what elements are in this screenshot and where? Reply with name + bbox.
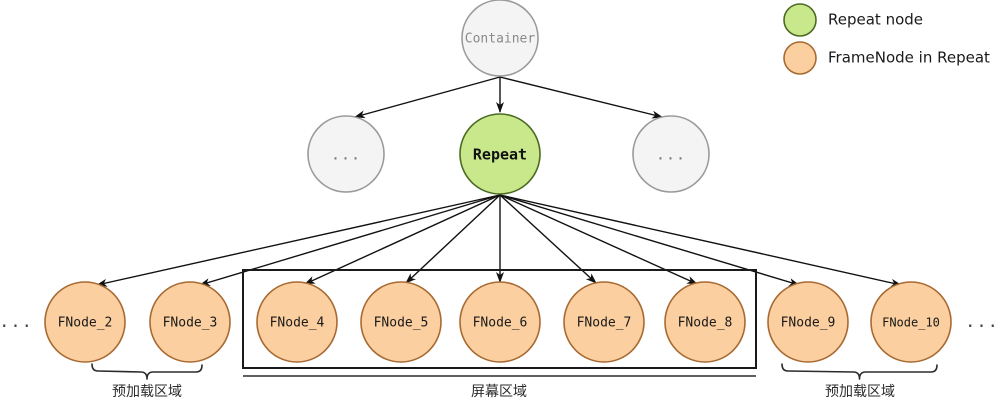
- node-circle[interactable]: [870, 281, 952, 363]
- node-fnode_10[interactable]: FNode_10: [870, 281, 952, 363]
- node-label: FNode_6: [473, 316, 528, 331]
- node-fnode_5[interactable]: FNode_5: [360, 281, 442, 363]
- zone-brace: [781, 363, 938, 380]
- node-circle[interactable]: [563, 281, 645, 363]
- node-label: ...: [656, 146, 686, 164]
- legend-swatch-repeat: [783, 3, 817, 37]
- node-circle[interactable]: [44, 281, 126, 363]
- zone-label: 预加载区域: [112, 384, 182, 400]
- node-circle[interactable]: [149, 281, 231, 363]
- node-label: FNode_9: [781, 316, 836, 331]
- node-circle[interactable]: [459, 113, 541, 195]
- node-circle[interactable]: [664, 281, 746, 363]
- legend-label: Repeat node: [828, 11, 923, 29]
- zone-brackets-layer: 预加载区域 屏幕区域 预加载区域: [91, 363, 938, 400]
- screen-area-rectangle: [242, 269, 757, 369]
- edge-repeat-to-FNode_3: [199, 194, 501, 286]
- node-label: FNode_2: [58, 316, 113, 331]
- edge-repeat-to-FNode_5: [405, 194, 501, 284]
- legend-label: FrameNode in Repeat: [828, 49, 990, 67]
- edge-repeat-to-FNode_9: [499, 194, 800, 286]
- node-circle[interactable]: [767, 281, 849, 363]
- node-fnode_3[interactable]: FNode_3: [149, 281, 231, 363]
- edge-repeat-to-FNode_2: [96, 194, 501, 287]
- node-fnode_8[interactable]: FNode_8: [664, 281, 746, 363]
- node-label: FNode_4: [270, 316, 325, 331]
- zone-label: 屏幕区域: [471, 384, 527, 400]
- edges-from-container: [354, 76, 663, 119]
- node-container[interactable]: Container: [461, 0, 539, 77]
- row-ellipses-layer: ......: [0, 312, 999, 332]
- node-circle[interactable]: [461, 0, 539, 77]
- node-label: FNode_3: [163, 316, 218, 331]
- edge-repeat-to-FNode_10: [499, 194, 902, 287]
- row-ellipsis-left: ...: [0, 312, 33, 332]
- zone-1: 屏幕区域: [243, 375, 756, 400]
- node-circle[interactable]: [360, 281, 442, 363]
- zone-brace: [91, 363, 203, 380]
- legend-item-1: FrameNode in Repeat: [783, 41, 990, 75]
- node-label: FNode_8: [678, 316, 733, 331]
- node-fnode_4[interactable]: FNode_4: [256, 281, 338, 363]
- node-label: FNode_10: [882, 316, 940, 330]
- zone-label: 预加载区域: [825, 384, 895, 400]
- node-label: FNode_7: [577, 316, 632, 331]
- legend-item-0: Repeat node: [783, 3, 923, 37]
- node-circle[interactable]: [459, 281, 541, 363]
- node-fnode_7[interactable]: FNode_7: [563, 281, 645, 363]
- row-ellipsis-right: ...: [965, 312, 999, 332]
- zone-0: 预加载区域: [91, 363, 203, 400]
- edge-container-to-...: [354, 76, 501, 119]
- node-fnode_2[interactable]: FNode_2: [44, 281, 126, 363]
- node-circle[interactable]: [256, 281, 338, 363]
- node-label: Container: [465, 32, 536, 47]
- node-label: Repeat: [473, 146, 527, 164]
- edge-repeat-to-FNode_7: [499, 194, 597, 284]
- node-label: ...: [331, 146, 361, 164]
- node-circle[interactable]: [307, 115, 385, 193]
- nodes-layer: Container... Repeat... FNode_2 FNode_3 FNode…: [44, 0, 952, 363]
- node-repeat[interactable]: Repeat: [459, 113, 541, 195]
- node-label: FNode_5: [374, 316, 429, 331]
- legend-swatch-framenode: [783, 41, 817, 75]
- node-fnode_6[interactable]: FNode_6: [459, 281, 541, 363]
- node-fnode_9[interactable]: FNode_9: [767, 281, 849, 363]
- zone-2: 预加载区域: [781, 363, 938, 400]
- node-circle[interactable]: [632, 115, 710, 193]
- edges-from-repeat: [96, 194, 902, 287]
- node-ellipsis-mid-0[interactable]: ...: [307, 115, 385, 193]
- edge-container-to-...: [499, 76, 663, 119]
- node-ellipsis-mid-2[interactable]: ...: [632, 115, 710, 193]
